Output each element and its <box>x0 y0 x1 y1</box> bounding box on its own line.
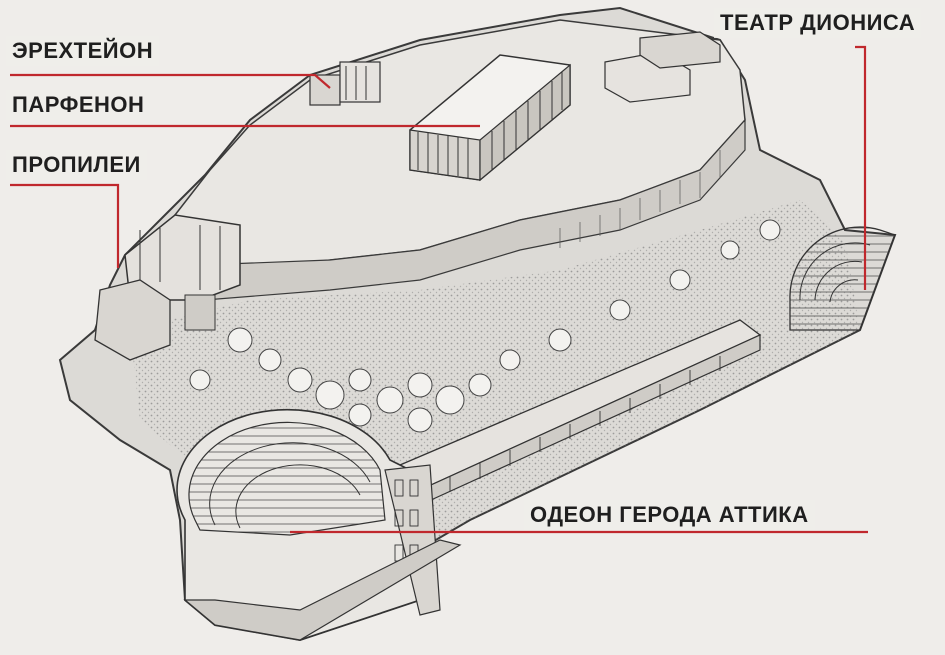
leader-lines <box>10 45 868 534</box>
label-erechtheion: ЭРЕХТЕЙОН <box>6 36 160 66</box>
label-theatre-dionysus: ТЕАТР ДИОНИСА <box>714 8 922 38</box>
leader-line-propylaea <box>10 183 120 268</box>
propylaea-building <box>94 214 241 361</box>
leader-line-theatre-dionysus <box>855 45 867 290</box>
parthenon-building <box>409 54 571 182</box>
leader-line-erechtheion <box>10 73 331 89</box>
erechtheion-building <box>309 61 381 106</box>
south-wall <box>199 118 746 301</box>
wall-hatching <box>559 150 721 248</box>
label-parthenon: ПАРФЕНОН <box>6 90 151 120</box>
theatre-of-dionysus <box>789 226 896 331</box>
tree-canopy <box>189 219 781 433</box>
museum-building <box>604 31 721 103</box>
odeon-of-herodes-atticus <box>176 408 462 641</box>
label-propylaea: ПРОПИЛЕИ <box>6 150 147 180</box>
label-odeon-herodes: ОДЕОН ГЕРОДА АТТИКА <box>524 500 815 530</box>
